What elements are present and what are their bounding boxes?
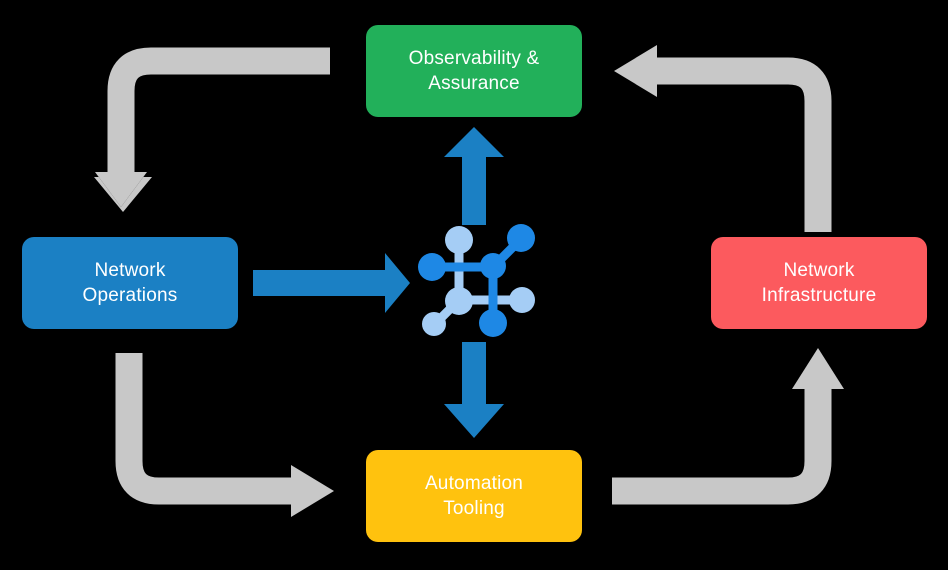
arrow-observability-to-operations-head-fill — [95, 172, 147, 207]
arrow-infrastructure-to-observability-head — [614, 45, 657, 97]
box-automation-tooling[interactable]: Automation Tooling — [366, 450, 582, 542]
arrow-operations-to-automation-head — [291, 465, 334, 517]
arrow-observability-to-operations-band — [107, 47, 330, 176]
arrow-automation-to-infrastructure-head — [792, 348, 844, 389]
arrow-automation-to-infrastructure-band — [612, 388, 832, 505]
box-network-infrastructure[interactable]: Network Infrastructure — [711, 237, 927, 329]
arrow-operations-to-automation-band — [115, 353, 293, 505]
arrow-center-to-observability — [444, 127, 504, 225]
arrow-center-to-automation — [444, 342, 504, 438]
arrow-operations-to-center — [253, 253, 410, 313]
arrow-infrastructure-to-observability-band — [655, 57, 832, 232]
box-observability-assurance[interactable]: Observability & Assurance — [366, 25, 582, 117]
box-network-operations[interactable]: Network Operations — [22, 237, 238, 329]
